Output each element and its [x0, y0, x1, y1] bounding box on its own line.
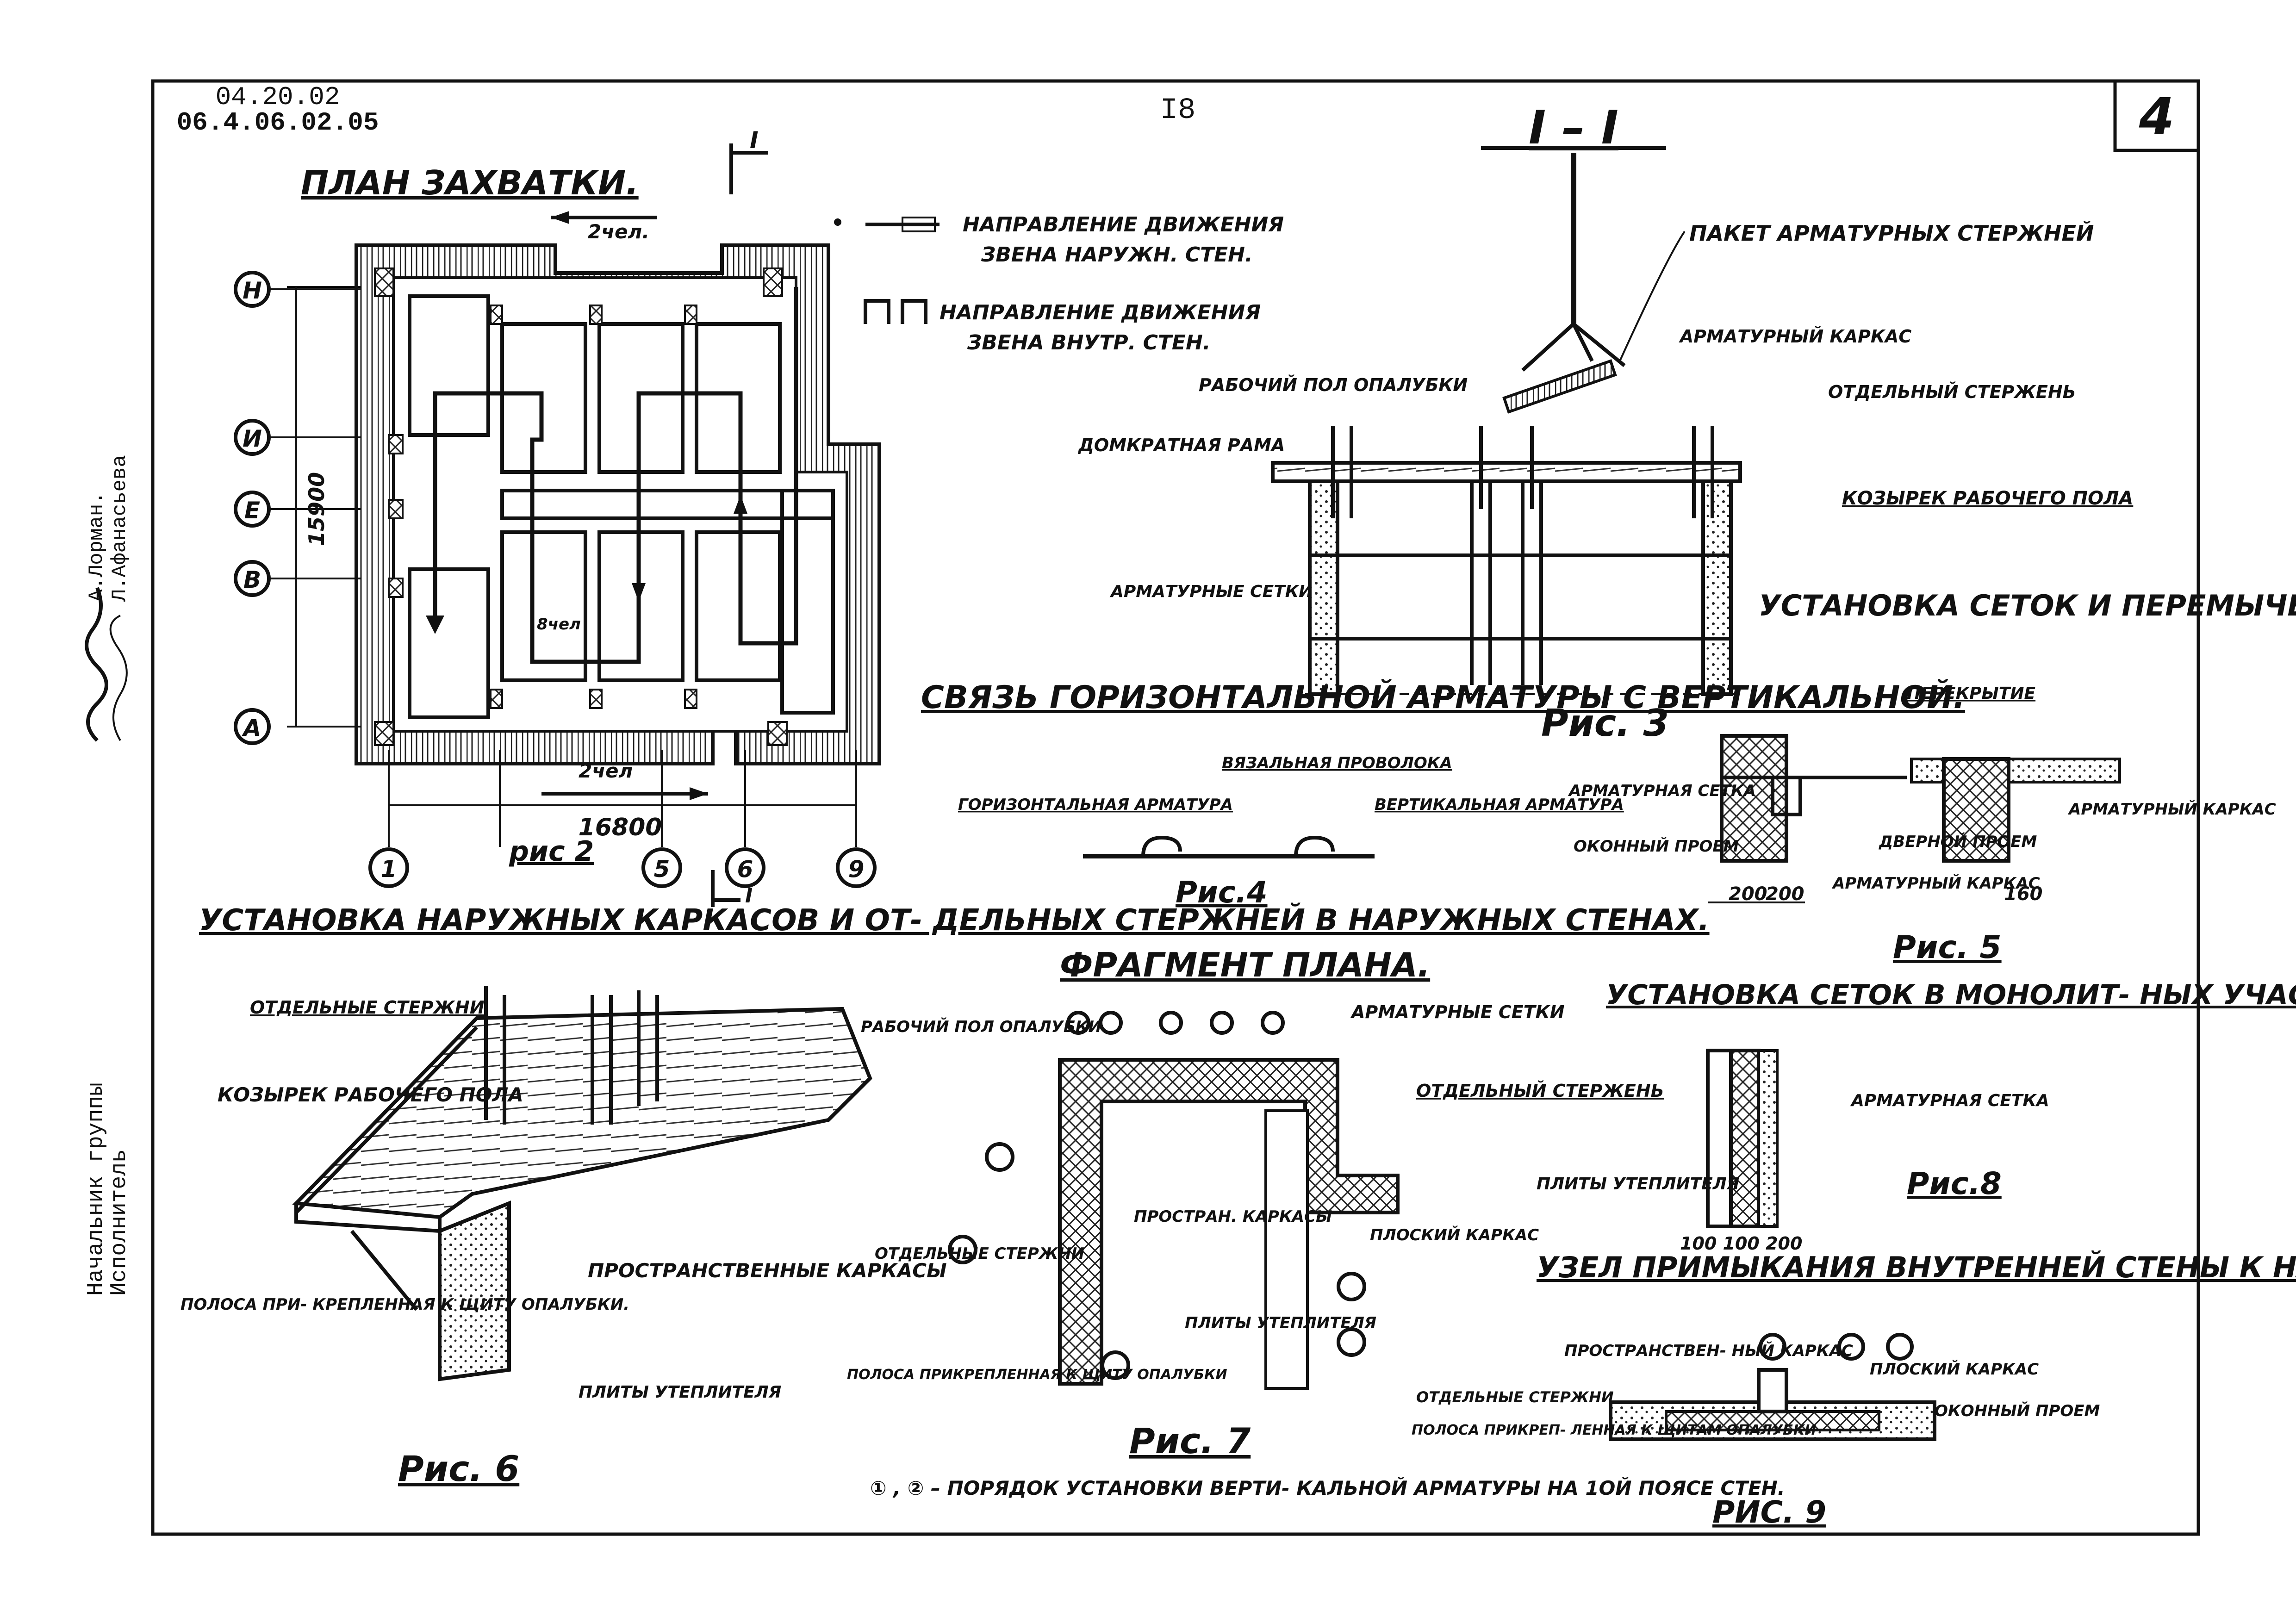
fig5-frame1: АРМАТУРНЫЙ КАРКАС: [1831, 874, 2040, 893]
fig4-drawing: СВЯЗЬ ГОРИЗОНТАЛЬНОЙ АРМАТУРЫ С ВЕРТИКАЛ…: [921, 679, 1965, 910]
fig9-flat-frame: ПЛОСКИЙ КАРКАС: [1870, 1360, 2039, 1379]
sheet-border: [151, 79, 2200, 1536]
signature-1: [85, 587, 108, 742]
fig6-frames: ПРОСТРАНСТВЕННЫЕ КАРКАСЫ: [588, 1259, 947, 1282]
section-packet: ПАКЕТ АРМАТУРНЫХ СТЕРЖНЕЙ: [1689, 221, 2094, 246]
axis-row-label: И: [243, 425, 262, 452]
plan-title: ПЛАН ЗАХВАТКИ.: [301, 163, 639, 202]
fig4-fig-label: Рис.4: [1176, 876, 1268, 910]
plan-section-mark-bottom: I: [745, 884, 753, 908]
fig9-fig-label: РИС. 9: [1712, 1494, 1826, 1530]
fig4-horizontal: ГОРИЗОНТАЛЬНАЯ АРМАТУРА: [958, 796, 1233, 814]
section-title: I – I: [1529, 100, 1618, 155]
axis-col-label: 6: [737, 856, 753, 883]
fig7-space-frames: ПРОСТРАН. КАРКАСЫ: [1134, 1207, 1332, 1226]
axis-col-label: 9: [848, 856, 865, 883]
fig8-drawing: УСТАНОВКА СЕТОК В МОНОЛИТ- НЫХ УЧАСТКАХ.…: [1537, 979, 2296, 1254]
sheet-code-bottom: 06.4.06.02.05: [177, 108, 379, 137]
plan-workers-center: 8чел: [537, 615, 581, 634]
fig9-title: УЗЕЛ ПРИМЫКАНИЯ ВНУТРЕННЕЙ СТЕНЫ К НАРУЖ…: [1537, 1250, 2296, 1284]
fig5-dim2: 200: [1766, 883, 1804, 905]
fig7-drawing: ФРАГМЕНТ ПЛАНА. АРМАТУРНЫЕ СЕТКИ ОТДЕЛЬН…: [847, 945, 1785, 1499]
fig7-note: ① , ② – ПОРЯДОК УСТАНОВКИ ВЕРТИ- КАЛЬНОЙ…: [870, 1476, 1785, 1499]
section-fig-label: Рис. 3: [1541, 702, 1669, 745]
signature-2: [109, 615, 128, 741]
fig5-fig-label: Рис. 5: [1893, 929, 2002, 966]
axis-row-label: Е: [244, 497, 260, 524]
plan-workers-bottom: 2чел: [579, 759, 633, 782]
fig8-dims: 100 100 200: [1680, 1233, 1802, 1254]
page-number: I8: [1160, 94, 1196, 127]
fig7-nets: АРМАТУРНЫЕ СЕТКИ: [1350, 1002, 1565, 1022]
legend-outer-1: НАПРАВЛЕНИЕ ДВИЖЕНИЯ: [963, 213, 1284, 236]
plan-movement-path: [433, 287, 798, 664]
axis-row-label: Н: [243, 277, 262, 304]
fig7-strip: ПОЛОСА ПРИКРЕПЛЕННАЯ К ЩИТУ ОПАЛУБКИ: [847, 1367, 1227, 1383]
axis-col-label: 5: [654, 856, 670, 883]
legend-inner-2: ЗВЕНА ВНУТР. СТЕН.: [967, 331, 1211, 354]
fig6-drawing: УСТАНОВКА НАРУЖНЫХ КАРКАСОВ И ОТ- ДЕЛЬНЫ…: [180, 902, 1710, 1489]
plan-axis-rows: Н И Е В А: [234, 271, 361, 745]
plan-fig-label: рис 2: [509, 835, 594, 868]
fig5-dim3: 160: [2004, 883, 2043, 905]
fig5-net: АРМАТУРНАЯ СЕТКА: [1568, 782, 1756, 800]
legend-inner-1: НАПРАВЛЕНИЕ ДВИЖЕНИЯ: [940, 301, 1261, 324]
fig7-fig-label: Рис. 7: [1129, 1420, 1251, 1461]
fig5-title: УСТАНОВКА СЕТОК И ПЕРЕМЫЧЕК НАД ОКОН- НЫ…: [1759, 589, 2296, 622]
fig7-flat-frame: ПЛОСКИЙ КАРКАС: [1370, 1225, 1539, 1244]
section-drawing: I – I ПАКЕТ АРМАТУРНЫХ СТЕРЖНЕЙ АРМАТУРН…: [1078, 100, 2133, 745]
fig7-title: ФРАГМЕНТ ПЛАНА.: [1060, 945, 1430, 984]
fig6-floor: [292, 1007, 872, 1219]
fig9-drawing: УЗЕЛ ПРИМЫКАНИЯ ВНУТРЕННЕЙ СТЕНЫ К НАРУЖ…: [1412, 1250, 2296, 1530]
fig4-title: СВЯЗЬ ГОРИЗОНТАЛЬНОЙ АРМАТУРЫ С ВЕРТИКАЛ…: [921, 679, 1965, 716]
fig9-window: ОКОННЫЙ ПРОЕМ: [1935, 1401, 2100, 1420]
section-rod: ОТДЕЛЬНЫЙ СТЕРЖЕНЬ: [1828, 382, 2076, 402]
fig6-visor: КОЗЫРЕК РАБОЧЕГО ПОЛА: [218, 1083, 523, 1106]
side-name-1: А.Лорман.: [85, 491, 108, 602]
fig6-plates: ПЛИТЫ УТЕПЛИТЕЛЯ: [579, 1383, 781, 1402]
fig8-title: УСТАНОВКА СЕТОК В МОНОЛИТ- НЫХ УЧАСТКАХ.: [1606, 979, 2296, 1011]
section-nets: АРМАТУРНЫЕ СЕТКИ: [1109, 582, 1313, 601]
plan-dim-width: 16800: [579, 814, 662, 841]
fig5-frame2: АРМАТУРНЫЙ КАРКАС: [2067, 800, 2276, 819]
axis-row-label: В: [243, 566, 261, 593]
fig8-fig-label: Рис.8: [1907, 1166, 2002, 1201]
side-name-2: Л.Афанасьева: [108, 455, 131, 602]
fig6-rods: ОТДЕЛЬНЫЕ СТЕРЖНИ: [250, 997, 485, 1018]
fig7-rod: ОТДЕЛЬНЫЙ СТЕРЖЕНЬ: [1416, 1081, 1664, 1101]
fig8-plates: ПЛИТЫ УТЕПЛИТЕЛЯ: [1537, 1175, 1739, 1194]
axis-col-label: 1: [381, 856, 397, 883]
plan-section-mark: I: [750, 127, 759, 154]
fig5-dim1: 200: [1729, 883, 1767, 905]
fig7-rods: ОТДЕЛЬНЫЕ СТЕРЖНИ: [875, 1244, 1084, 1263]
fig6-strip: ПОЛОСА ПРИ- КРЕПЛЕННАЯ К ЩИТУ ОПАЛУБКИ.: [180, 1295, 629, 1314]
fig6-title: УСТАНОВКА НАРУЖНЫХ КАРКАСОВ И ОТ- ДЕЛЬНЫ…: [199, 902, 1710, 938]
fig8-net: АРМАТУРНАЯ СЕТКА: [1850, 1091, 2049, 1110]
fig5-door: ДВЕРНОЙ ПРОЕМ: [1879, 832, 2037, 851]
fig9-space-frame: ПРОСТРАНСТВЕН- НЫЙ КАРКАС: [1564, 1341, 1853, 1360]
fig4-vertical: ВЕРТИКАЛЬНАЯ АРМАТУРА: [1375, 796, 1624, 814]
fig6-floor-label: РАБОЧИЙ ПОЛ ОПАЛУБКИ: [861, 1017, 1101, 1036]
side-role-1: Начальник группы: [84, 1082, 109, 1296]
fig5-window: ОКОННЫЙ ПРОЕМ: [1574, 837, 1739, 856]
fig4-wire: ВЯЗАЛЬНАЯ ПРОВОЛОКА: [1222, 754, 1452, 772]
sheet-number-box: [2113, 79, 2200, 152]
axis-row-label: А: [242, 715, 261, 741]
side-role-2: Исполнитель: [107, 1149, 132, 1296]
sheet-number: 4: [2139, 87, 2175, 146]
fig5-drawing: УСТАНОВКА СЕТОК И ПЕРЕМЫЧЕК НАД ОКОН- НЫ…: [1568, 589, 2296, 966]
sheet-code-top: 04.20.02: [216, 82, 340, 112]
fig9-strip: ПОЛОСА ПРИКРЕП- ЛЕННАЯ К ЩИТАМ ОПАЛУБКИ: [1412, 1422, 1817, 1438]
fig6-fig-label: Рис. 6: [398, 1448, 519, 1489]
legend-outer-2: ЗВЕНА НАРУЖН. СТЕН.: [981, 243, 1253, 267]
section-floor: РАБОЧИЙ ПОЛ ОПАЛУБКИ: [1199, 375, 1468, 395]
section-frame: АРМАТУРНЫЙ КАРКАС: [1679, 326, 1912, 347]
fig9-rods: ОТДЕЛЬНЫЕ СТЕРЖНИ: [1416, 1388, 1614, 1406]
section-jack: ДОМКРАТНАЯ РАМА: [1078, 435, 1285, 455]
plan-workers-top: 2чел.: [588, 220, 649, 243]
plan-drawing: ПЛАН ЗАХВАТКИ. I 2чел.: [234, 127, 1284, 908]
fig5-slab: ПЕРЕКРЫТИЕ: [1907, 684, 2035, 703]
section-visor: КОЗЫРЕК РАБОЧЕГО ПОЛА: [1842, 488, 2133, 509]
